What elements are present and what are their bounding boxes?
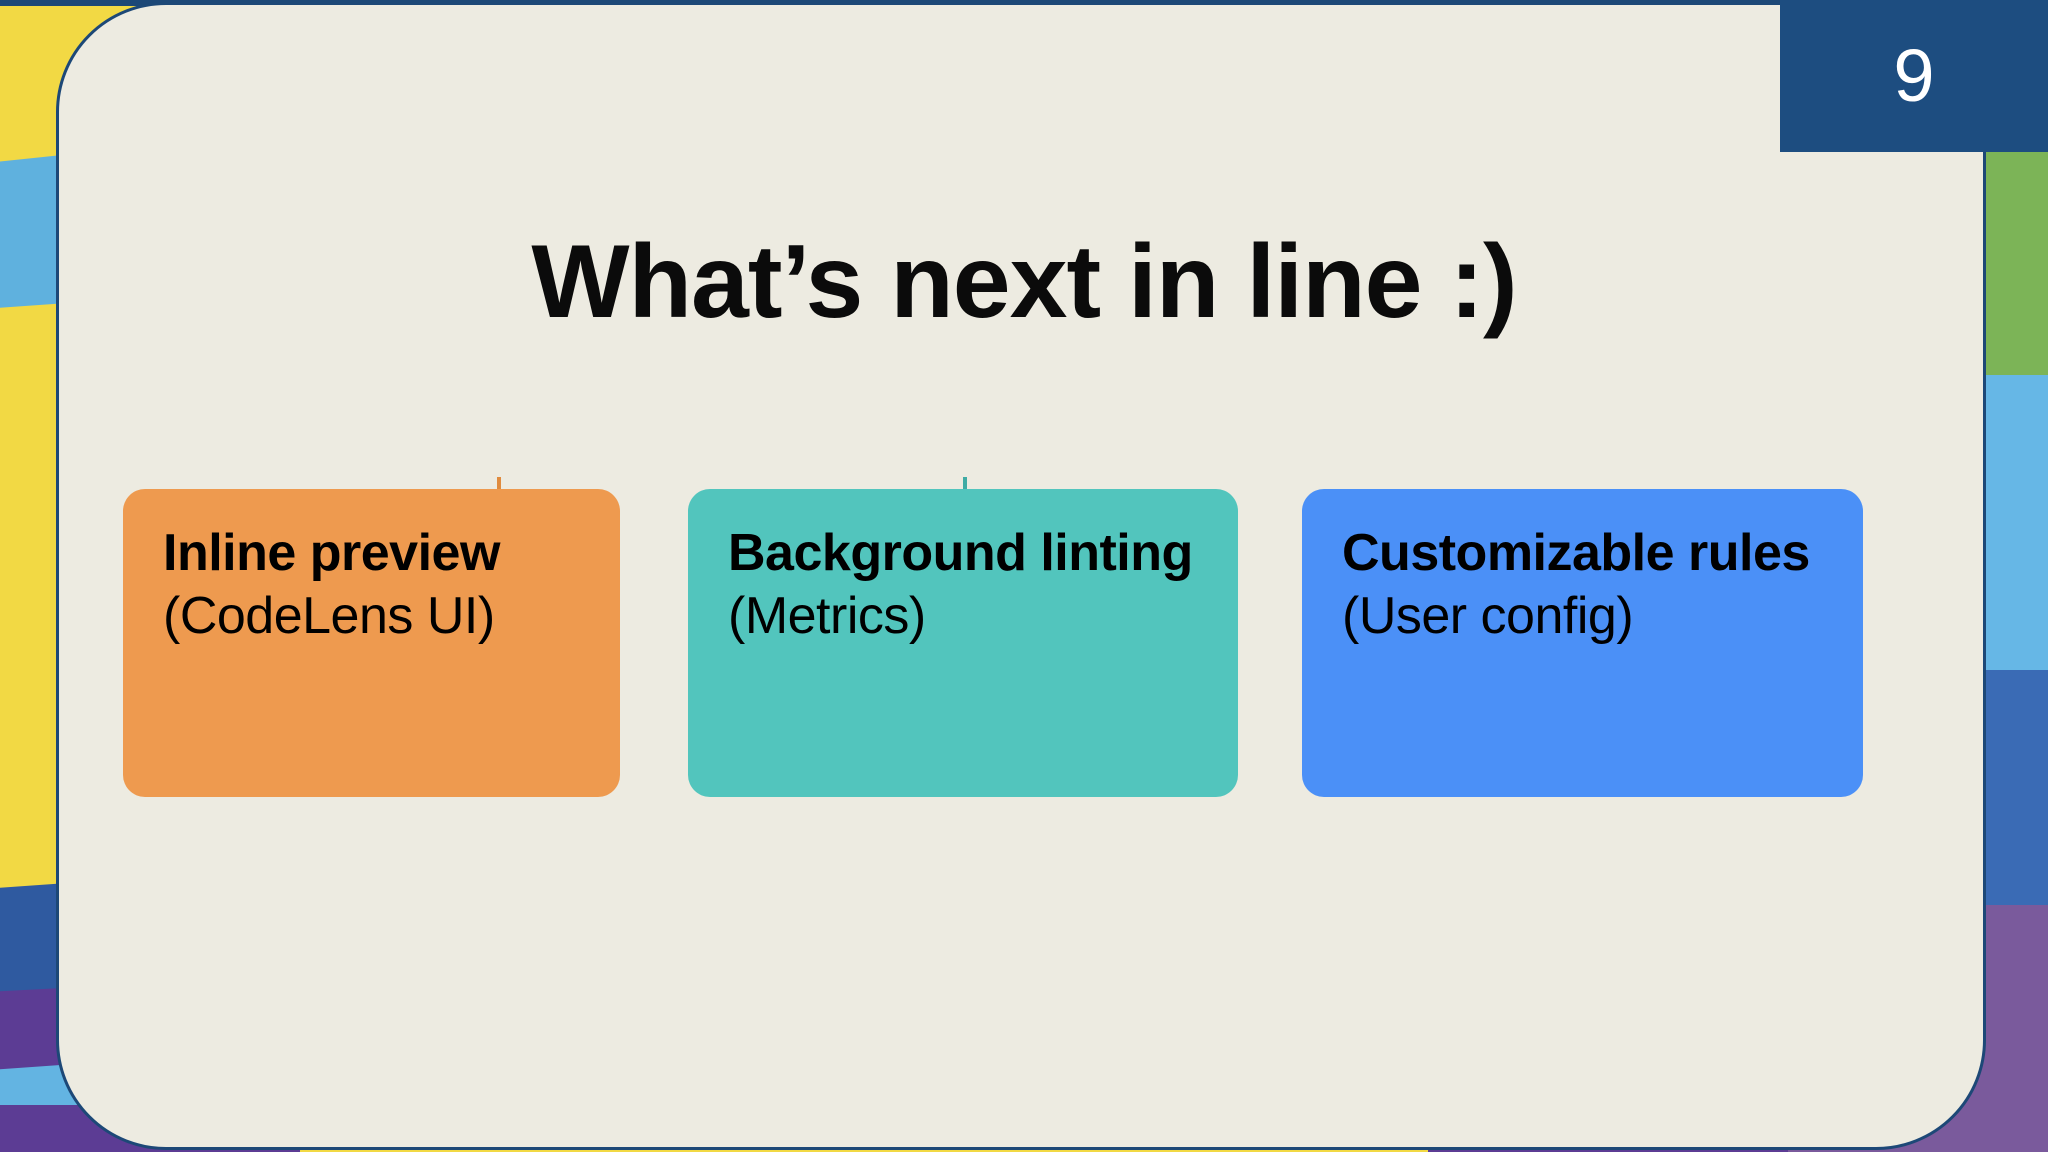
page-number-label: 9 — [1893, 34, 1935, 117]
feature-box-subtext: (Metrics) — [728, 587, 926, 646]
feature-box-headline: Background linting — [728, 524, 1193, 582]
feature-box-inline-preview[interactable]: Inline preview (CodeLens UI) — [123, 489, 620, 797]
connector-nub-orange — [497, 477, 501, 491]
feature-box-subtext: (User config) — [1342, 587, 1634, 646]
page-number-badge: 9 — [1780, 0, 2048, 152]
feature-box-subtext: (CodeLens UI) — [163, 587, 495, 646]
connector-nub-teal — [963, 477, 967, 491]
page-title: What’s next in line :) — [531, 224, 1517, 340]
feature-box-headline: Customizable rules — [1342, 524, 1810, 582]
feature-box-row: Inline preview (CodeLens UI) Background … — [123, 489, 1863, 797]
feature-box-headline: Inline preview — [163, 524, 500, 582]
feature-box-background-linting[interactable]: Background linting (Metrics) — [688, 489, 1238, 797]
feature-box-customizable-rules[interactable]: Customizable rules (User config) — [1302, 489, 1863, 797]
